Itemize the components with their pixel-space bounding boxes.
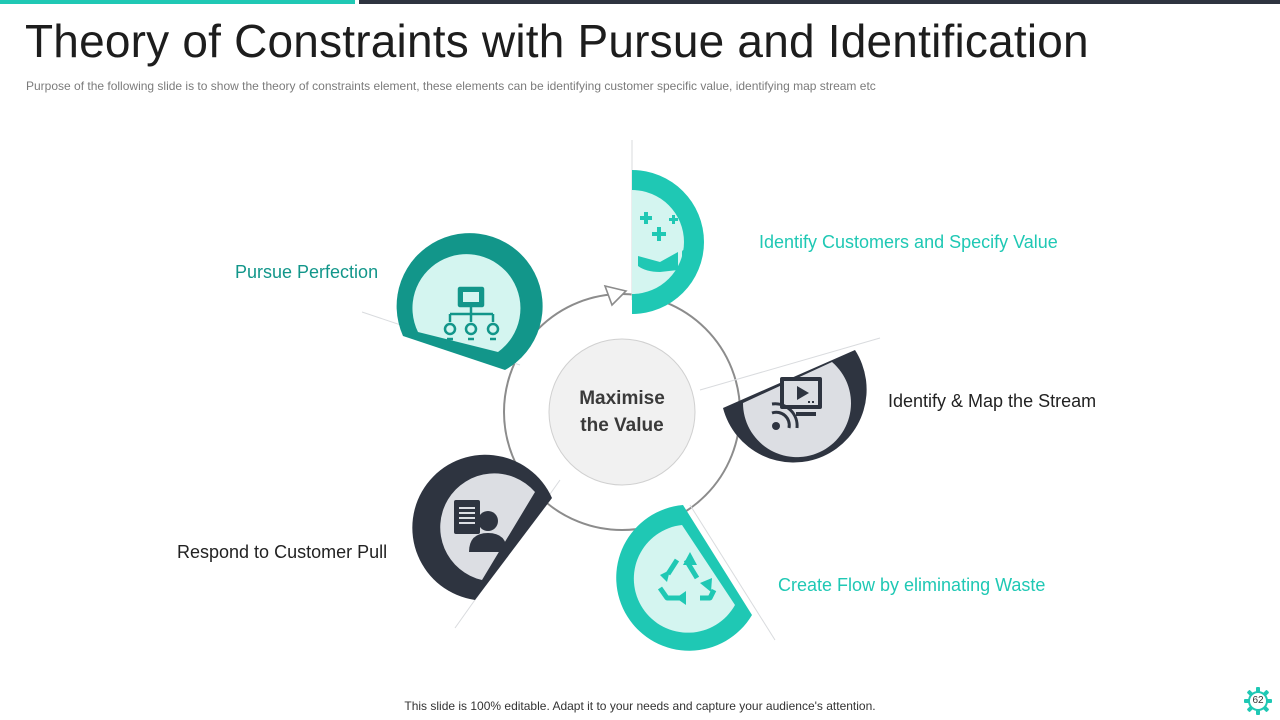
step-label-identify-map: Identify & Map the Stream [888,391,1097,411]
shadow-line [699,337,881,391]
gear-icon [1244,687,1272,715]
cycle-arrowhead [603,284,628,307]
center-circle [548,338,696,486]
center-label-line2: the Value [580,415,664,436]
recycle-icon [657,552,717,605]
step-label-identify-customers: Identify Customers and Specify Value [759,232,1058,252]
step-identify-customers [632,170,704,314]
top-accent-bar [0,0,355,4]
step-identify-map [723,350,867,463]
hand-plus-icon [638,212,697,272]
slide-subtitle: Purpose of the following slide is to sho… [26,79,876,93]
step-label-pursue-perfection: Pursue Perfection [235,262,379,282]
center-label-line1: Maximise [579,388,665,409]
network-ideas-icon [443,286,500,341]
slide-footer: This slide is 100% editable. Adapt it to… [404,699,876,713]
video-stream-icon [771,377,822,430]
step-pursue-perfection [396,233,543,370]
slide-title: Theory of Constraints with Pursue and Id… [25,15,1089,67]
page-number: 62 [1252,695,1264,706]
step-label-respond-customer: Respond to Customer Pull [177,542,388,562]
shadow-line [689,504,776,641]
customer-document-icon [454,500,507,552]
step-respond-customer [412,454,552,600]
step-label-create-flow: Create Flow by eliminating Waste [778,575,1046,595]
center-label: Maximise the Value [549,385,695,439]
top-dark-bar [359,0,1280,4]
step-create-flow [616,505,752,651]
